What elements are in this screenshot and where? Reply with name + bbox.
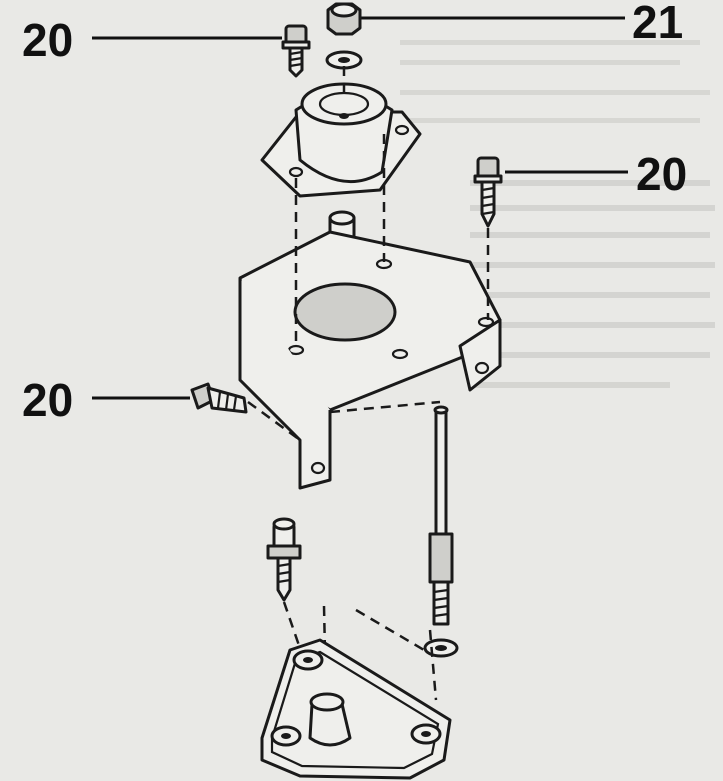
callout-21-top-right: 21 [632,0,683,48]
bolt-lower [266,517,302,602]
screw-left [190,382,248,414]
lower-mounting-plate [260,638,452,780]
callout-20-left: 20 [22,374,73,426]
rubber-mount-top [260,82,422,198]
callout-20-top-left: 20 [22,14,73,66]
callout-20-right: 20 [636,148,687,200]
screw-right [473,156,503,228]
nut-and-washer [325,2,363,70]
background-bleed-through [400,40,715,388]
bolt-top-left [281,24,311,78]
main-bracket [238,230,502,490]
long-stud [423,405,459,658]
